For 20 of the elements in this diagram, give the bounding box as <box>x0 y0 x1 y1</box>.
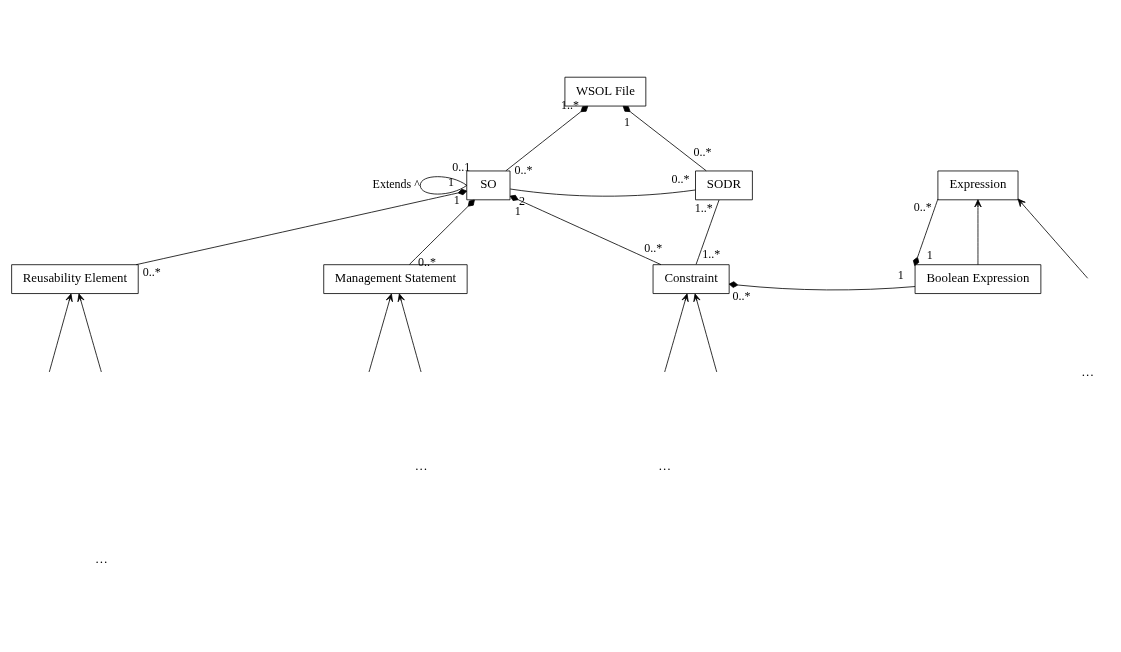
label: 0..* <box>693 145 712 160</box>
label: 0..* <box>913 199 932 214</box>
label: 1..* <box>561 97 580 112</box>
label: 1 <box>897 268 904 283</box>
label: 0..* <box>732 288 751 303</box>
label: 1 <box>447 174 454 189</box>
label: … <box>414 458 428 473</box>
label: … <box>658 458 672 473</box>
edge-label: Extends ^ <box>372 177 420 192</box>
label: 0..* <box>142 264 161 279</box>
label: 0..* <box>644 240 663 255</box>
label: … <box>94 552 108 567</box>
label: … <box>1081 364 1095 379</box>
label: 0..* <box>671 172 690 187</box>
label: 1 <box>926 248 933 263</box>
label: 1 <box>453 193 460 208</box>
label: 1..* <box>694 200 713 215</box>
label: 1..* <box>702 247 721 262</box>
label: 0..* <box>514 163 533 178</box>
label: 1 <box>623 115 630 130</box>
